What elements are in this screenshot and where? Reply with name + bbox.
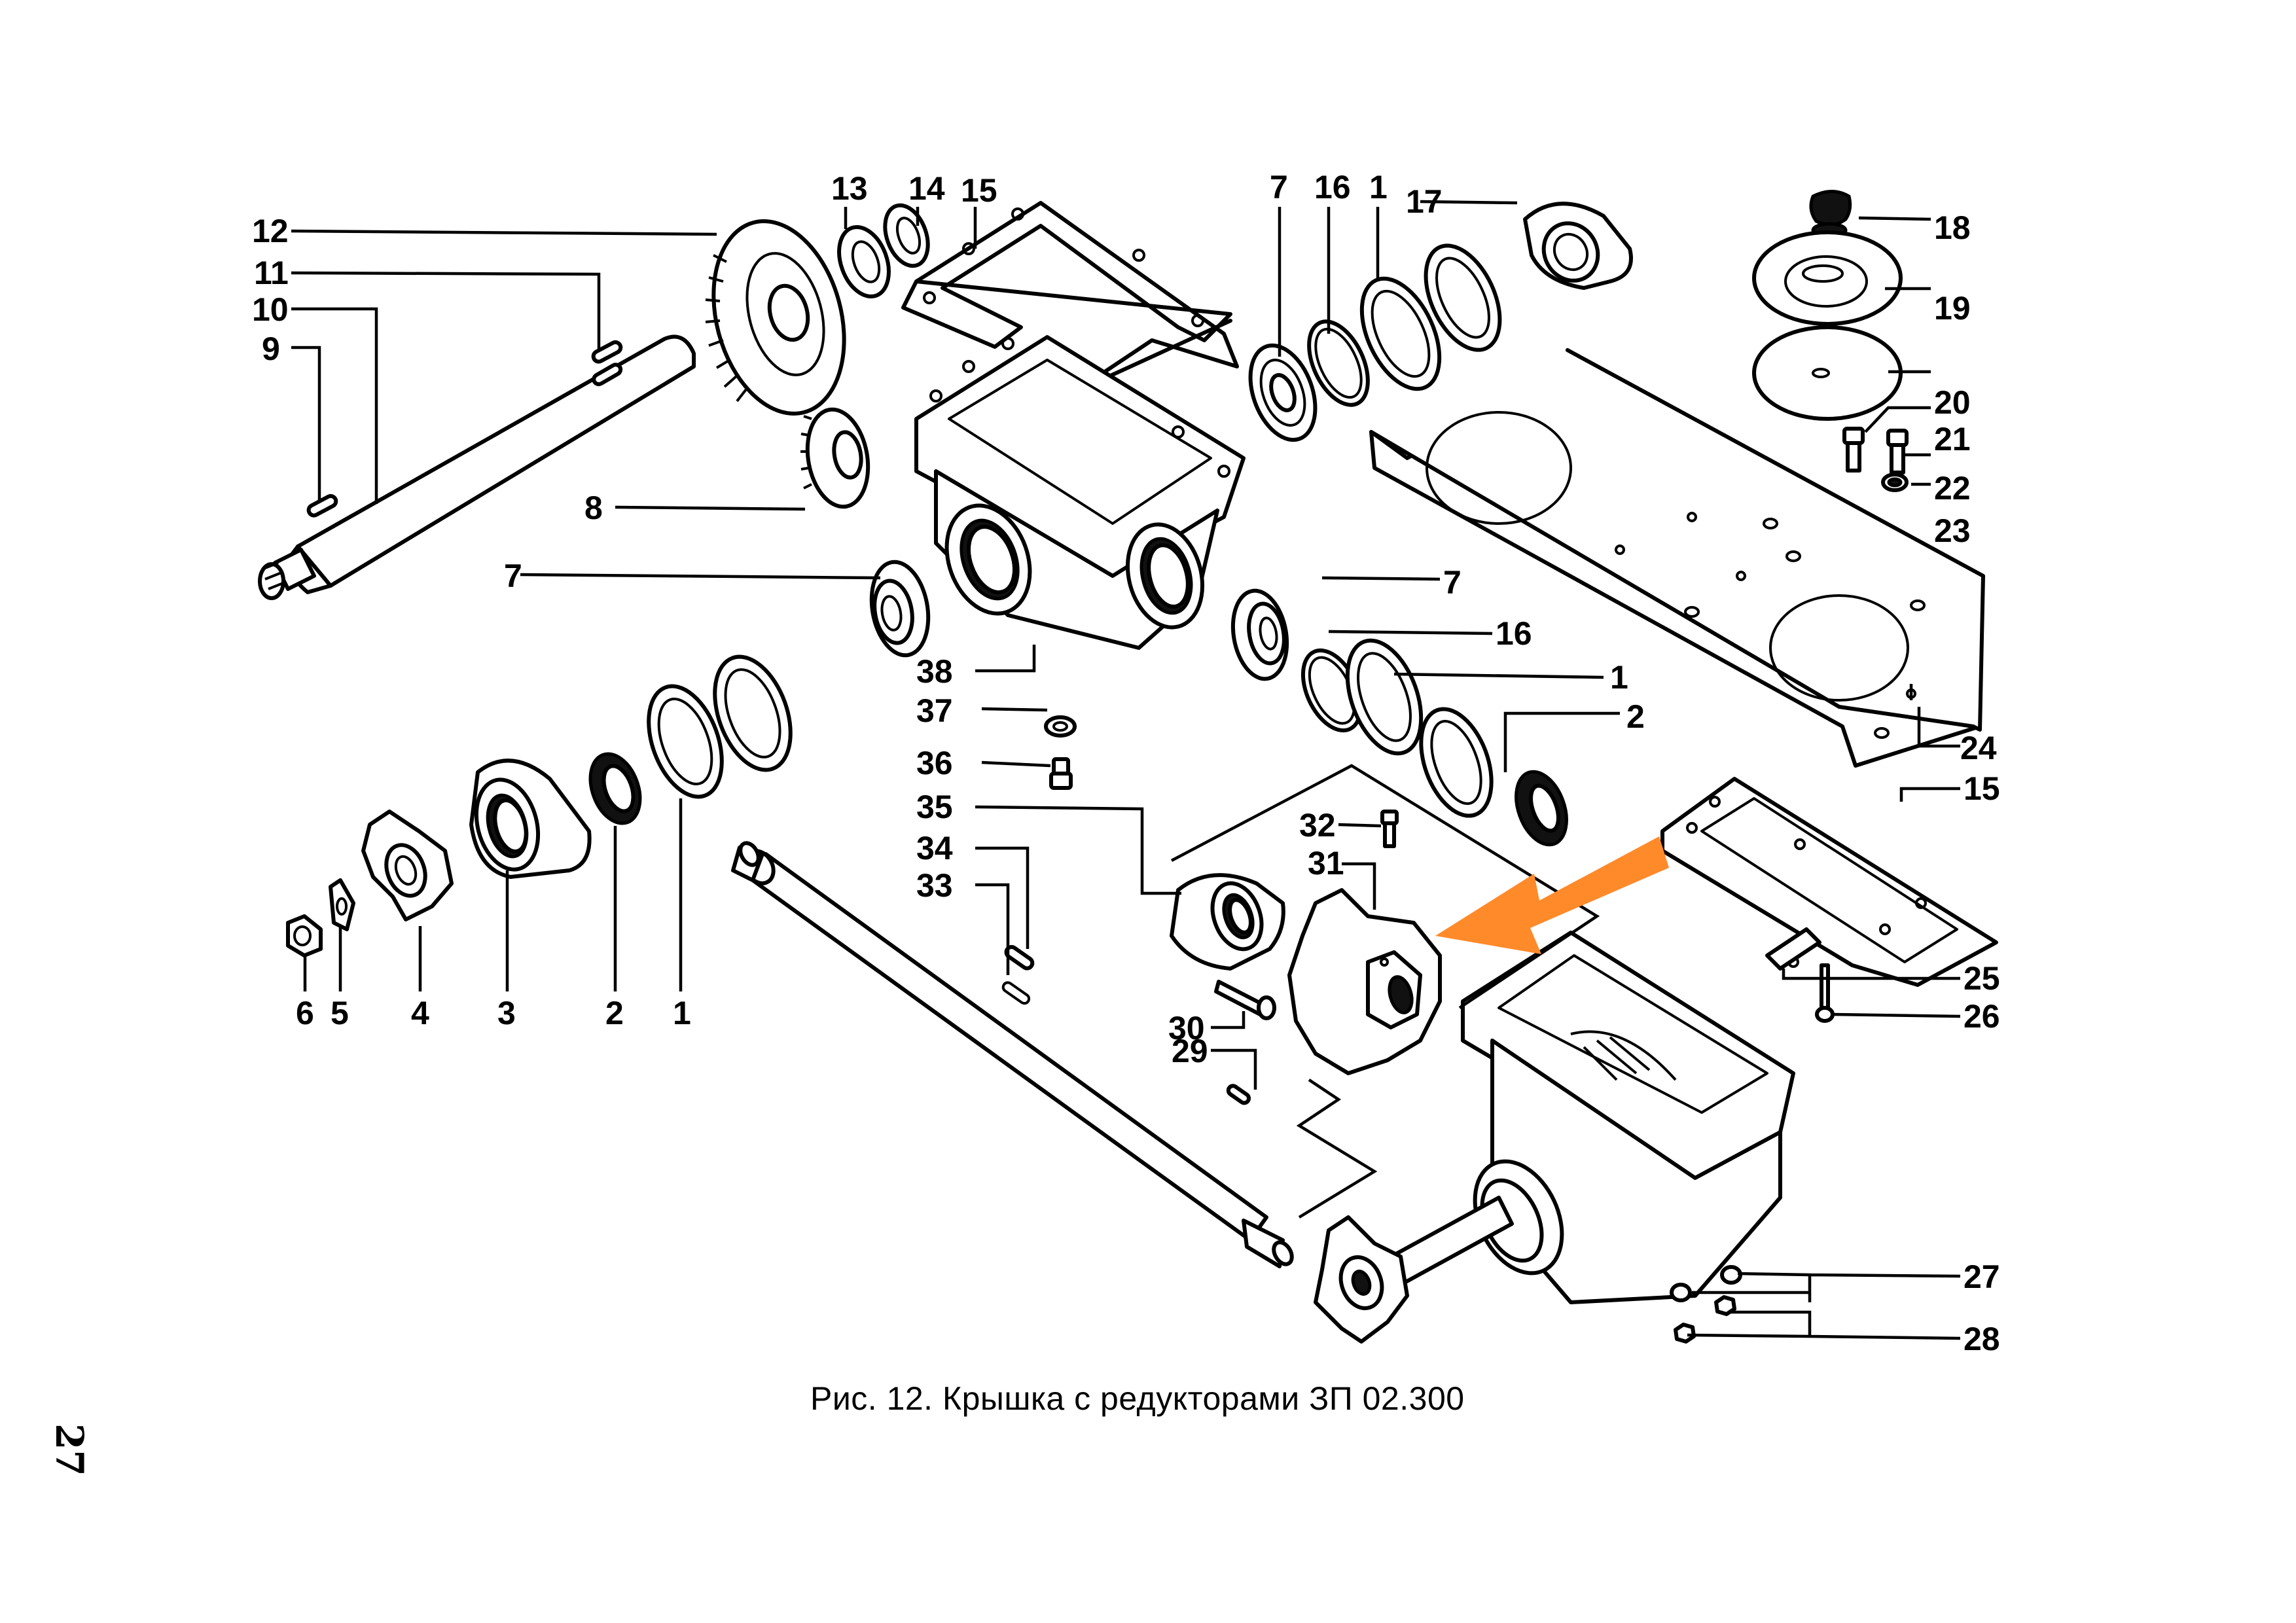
callout-23: 23 — [1934, 512, 1971, 549]
callout-1-left: 1 — [673, 995, 691, 1031]
callout-20: 20 — [1934, 384, 1971, 421]
part-snap-ring-16-top — [1307, 319, 1370, 407]
highlight-arrow — [1435, 836, 1669, 954]
part-drain-plug-36 — [1049, 757, 1073, 790]
callout-18: 18 — [1934, 209, 1971, 246]
part-bolt-32 — [1380, 810, 1399, 848]
callout-19: 19 — [1934, 290, 1971, 327]
page-number: 27 — [47, 1423, 92, 1476]
callout-11: 11 — [254, 255, 289, 291]
callout-28: 28 — [1964, 1321, 2000, 1357]
callout-36: 36 — [916, 745, 953, 781]
part-pinion-8 — [800, 407, 870, 509]
part-bearing-7-top — [1248, 343, 1318, 442]
callout-9: 9 — [262, 330, 280, 367]
callout-35: 35 — [916, 789, 953, 825]
part-washer-23 — [1881, 473, 1909, 492]
callout-26: 26 — [1964, 998, 2000, 1035]
callout-21: 21 — [1934, 421, 1971, 457]
callout-4: 4 — [411, 995, 429, 1031]
part-bracket-25 — [1765, 927, 1821, 971]
part-ring-1-top — [1359, 243, 1502, 391]
callout-15-lower: 15 — [1964, 770, 2000, 807]
part-knob-18 — [1809, 190, 1852, 239]
callout-5: 5 — [331, 995, 349, 1031]
part-sprocket-4 — [361, 810, 454, 921]
callout-10: 10 — [252, 291, 289, 328]
callout-17: 17 — [1406, 183, 1443, 220]
part-shaft-33 — [731, 841, 1294, 1268]
part-housing-38 — [914, 335, 1246, 650]
callout-31: 31 — [1308, 845, 1344, 882]
part-bolt-30 — [1214, 980, 1276, 1020]
part-seal-2-left — [588, 752, 642, 825]
callout-13: 13 — [831, 170, 868, 207]
callout-12: 12 — [252, 213, 289, 249]
part-sprocket-31 — [1287, 888, 1442, 1075]
part-bearing-7-right — [1230, 588, 1289, 681]
part-seal-2-lower — [1515, 770, 1568, 847]
callout-24: 24 — [1960, 730, 1997, 766]
callout-16-lower: 16 — [1496, 615, 1532, 652]
part-housing-3 — [469, 758, 592, 879]
part-nut-6 — [286, 914, 323, 957]
callout-6: 6 — [296, 995, 314, 1031]
callout-37: 37 — [916, 692, 953, 729]
callout-1-lower: 1 — [1610, 659, 1628, 696]
group-frame-lower — [1170, 764, 1600, 1219]
part-key-9 — [306, 493, 338, 518]
callout-22: 22 — [1934, 470, 1971, 507]
callout-2-lower: 2 — [1626, 698, 1645, 735]
callout-7-left: 7 — [504, 558, 522, 594]
callout-7-right: 7 — [1443, 564, 1462, 601]
callout-29: 29 — [1172, 1033, 1208, 1069]
part-bolt-22 — [1886, 429, 1909, 474]
callout-1-top: 1 — [1369, 169, 1388, 205]
part-washer-37 — [1044, 715, 1077, 738]
callout-16-top: 16 — [1314, 169, 1351, 205]
callout-27: 27 — [1964, 1258, 2000, 1295]
part-bevel-gear-12 — [705, 219, 846, 416]
leader-lines — [291, 200, 1961, 1340]
part-ring-1-left — [647, 654, 793, 799]
part-sprocket-lower — [1314, 1215, 1409, 1344]
callout-14: 14 — [908, 170, 945, 207]
part-flange-17 — [1523, 202, 1633, 290]
part-ring-1-lower — [1345, 638, 1494, 818]
callout-25: 25 — [1964, 960, 2000, 997]
part-nuts-27 — [1670, 1265, 1742, 1302]
callout-8: 8 — [584, 490, 603, 526]
part-washer-13 — [837, 224, 891, 299]
callout-15-top: 15 — [961, 172, 997, 209]
callout-33: 33 — [916, 867, 953, 904]
callout-7-top: 7 — [1270, 169, 1288, 205]
callout-3: 3 — [497, 995, 516, 1031]
part-key-29 — [1226, 1084, 1251, 1105]
figure-caption: Рис. 12. Крышка с редукторами ЗП 02.300 — [810, 1380, 1465, 1417]
part-screw-26 — [1815, 963, 1835, 1023]
part-shaft-10 — [258, 334, 696, 600]
callout-2-left: 2 — [605, 995, 624, 1031]
callout-32: 32 — [1299, 807, 1336, 844]
part-key-11 — [591, 340, 623, 364]
part-bolt-21 — [1842, 427, 1865, 473]
callout-34: 34 — [916, 830, 953, 866]
part-bearing-7-left — [869, 560, 931, 658]
part-gasket-20 — [1752, 325, 1903, 421]
callout-labels: 12 11 10 9 8 7 13 14 15 7 16 1 17 18 19 … — [252, 169, 2000, 1357]
part-washer-5 — [329, 878, 355, 931]
part-gasket-15-lower — [1660, 777, 1998, 987]
part-flange-35 — [1170, 873, 1285, 971]
part-cover-19 — [1752, 230, 1903, 326]
callout-38: 38 — [916, 653, 953, 690]
callout-30: 30 — [1168, 1010, 1205, 1046]
part-lower-gearbox — [1359, 931, 1795, 1304]
part-cover-plate-24 — [1369, 348, 1985, 768]
